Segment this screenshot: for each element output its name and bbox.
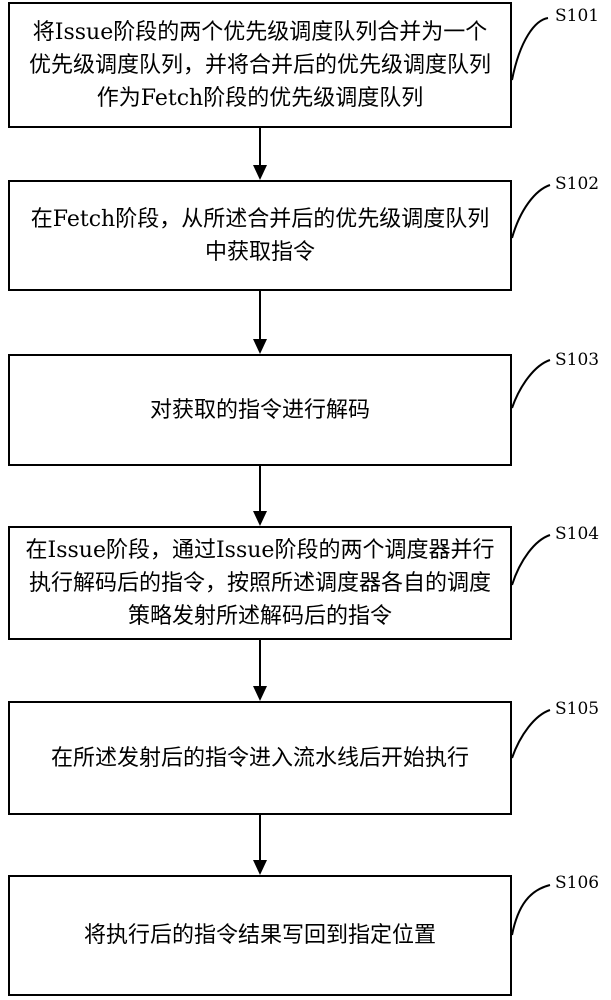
leader-s101 bbox=[511, 17, 549, 81]
step-box-s105: 在所述发射后的指令进入流水线后开始执行 bbox=[8, 701, 512, 815]
step-label-s103: S103 bbox=[555, 350, 600, 370]
step-text-s103: 对获取的指令进行解码 bbox=[149, 397, 370, 423]
step-label-s104: S104 bbox=[555, 524, 600, 544]
step-label-s105: S105 bbox=[555, 699, 600, 719]
step-text-s106: 将执行后的指令结果写回到指定位置 bbox=[83, 923, 436, 948]
step-box-s102: 在Fetch阶段，从所述合并后的优先级调度队列中获取指令 bbox=[8, 180, 512, 291]
step-label-s101: S101 bbox=[555, 6, 600, 26]
step-box-s101: 将Issue阶段的两个优先级调度队列合并为一个优先级调度队列，并将合并后的优先级… bbox=[8, 2, 512, 128]
step-text-s101: 将Issue阶段的两个优先级调度队列合并为一个优先级调度队列，并将合并后的优先级… bbox=[28, 19, 491, 111]
leader-s104 bbox=[511, 534, 551, 586]
leader-s105 bbox=[511, 709, 551, 759]
step-box-s103: 对获取的指令进行解码 bbox=[8, 354, 512, 466]
arrowhead-s103-s104 bbox=[253, 511, 267, 526]
arrowhead-s102-s103 bbox=[253, 339, 267, 354]
leader-s106 bbox=[511, 884, 551, 936]
step-text-s105: 在所述发射后的指令进入流水线后开始执行 bbox=[50, 745, 469, 771]
arrowhead-s105-s106 bbox=[253, 860, 267, 875]
step-label-s102: S102 bbox=[555, 174, 600, 194]
leader-s103 bbox=[511, 359, 551, 409]
step-text-s104: 在Issue阶段，通过Issue阶段的两个调度器并行执行解码后的指令，按照所述调… bbox=[25, 537, 495, 629]
arrowhead-s101-s102 bbox=[253, 165, 267, 180]
step-label-s106: S106 bbox=[555, 873, 600, 893]
step-box-s104: 在Issue阶段，通过Issue阶段的两个调度器并行执行解码后的指令，按照所述调… bbox=[8, 526, 512, 640]
leader-s102 bbox=[511, 184, 551, 239]
step-box-s106: 将执行后的指令结果写回到指定位置 bbox=[8, 875, 512, 996]
arrowhead-s104-s105 bbox=[253, 686, 267, 701]
step-text-s102: 在Fetch阶段，从所述合并后的优先级调度队列中获取指令 bbox=[30, 206, 490, 265]
